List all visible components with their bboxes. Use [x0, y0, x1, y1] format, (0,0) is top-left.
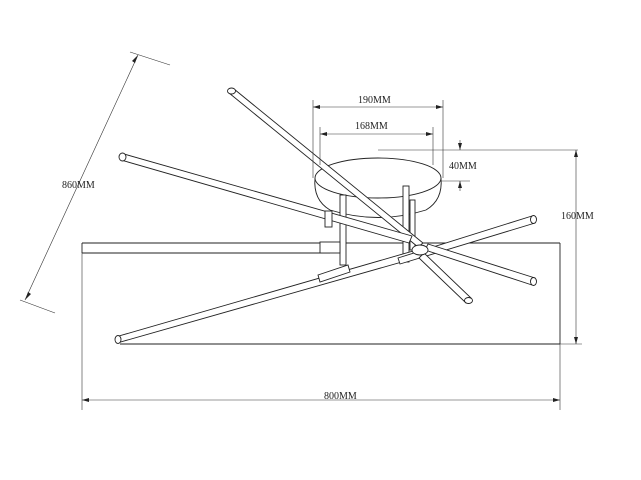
top-outer-dimension-label: 190MM — [358, 95, 391, 106]
rod-hub — [411, 244, 429, 256]
dimension-width: 800MM — [81, 253, 561, 410]
light-rod — [116, 246, 431, 344]
width-dimension-label: 800MM — [324, 391, 357, 402]
diagonal-dimension-label: 860MM — [62, 180, 95, 191]
top-inner-dimension-label: 168MM — [355, 121, 388, 132]
light-rods — [114, 87, 537, 344]
dimension-top-inner: 168MM — [319, 121, 434, 165]
dimension-plate-height: 40MM — [378, 140, 578, 191]
dimension-diagonal: 860MM — [19, 51, 171, 314]
light-rod — [317, 264, 351, 283]
plate-height-dimension-label: 40MM — [449, 161, 477, 172]
dimension-total-height: 160MM — [560, 150, 594, 345]
total-height-dimension-label: 160MM — [561, 211, 594, 222]
dimension-top-outer: 190MM — [312, 95, 444, 178]
